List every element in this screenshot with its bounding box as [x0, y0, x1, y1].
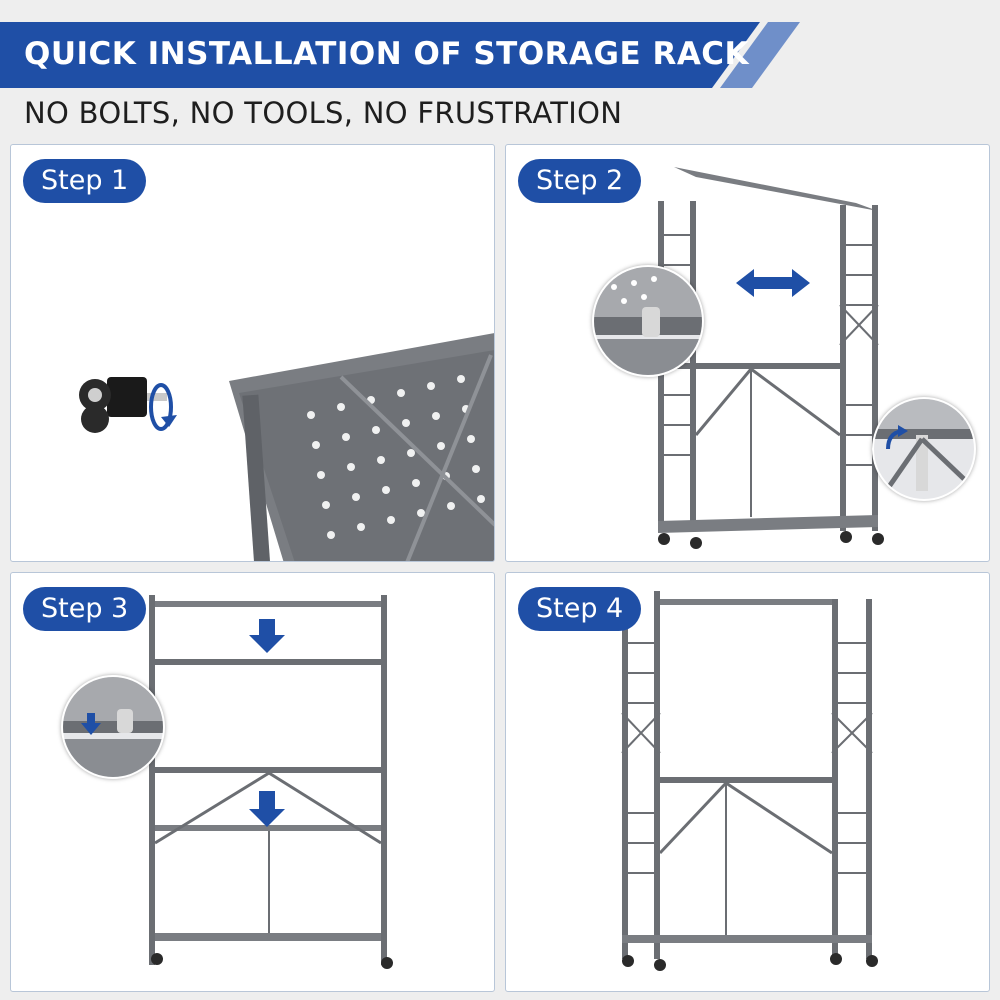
step-3-badge: Step 3 [23, 587, 147, 631]
down-arrow-icon [249, 791, 285, 827]
double-arrow-icon [736, 269, 810, 297]
step-3-detail-zoom [61, 675, 165, 779]
step-3-illustration [149, 595, 393, 969]
banner-shape [0, 22, 800, 88]
rotate-arrow-icon [149, 383, 177, 431]
step-1-panel: Step 1 [10, 144, 495, 562]
down-arrow-icon [249, 619, 285, 653]
step-3-panel: Step 3 [10, 572, 495, 992]
step-2-panel: Step 2 [505, 144, 990, 562]
step-2-detail-zoom-1 [592, 265, 704, 377]
header-banner: QUICK INSTALLATION OF STORAGE RACK [0, 22, 800, 88]
step-1-illustration [79, 333, 494, 561]
caster-wheel-icon [79, 377, 167, 433]
step-4-panel: Step 4 [505, 572, 990, 992]
step-1-badge: Step 1 [23, 159, 147, 203]
step-2-badge: Step 2 [518, 159, 642, 203]
page-title: QUICK INSTALLATION OF STORAGE RACK [24, 36, 750, 72]
step-4-badge: Step 4 [518, 587, 642, 631]
page-subtitle: NO BOLTS, NO TOOLS, NO FRUSTRATION [24, 96, 623, 130]
step-4-illustration [621, 591, 878, 971]
curved-arrow-icon [886, 425, 908, 450]
